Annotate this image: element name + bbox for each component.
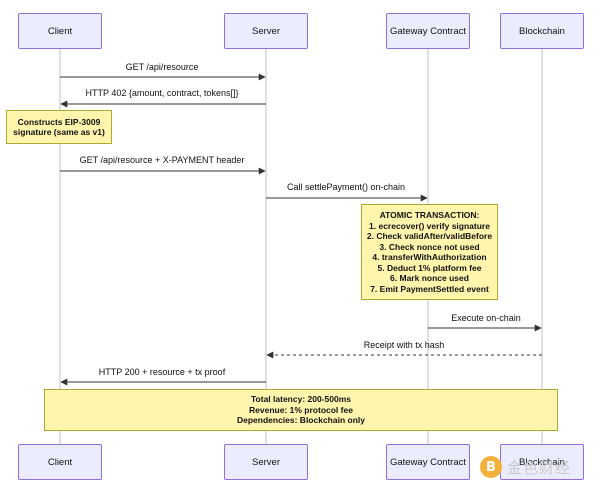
actor-server-bottom: Server — [224, 444, 308, 480]
message-label-6: Receipt with tx hash — [363, 340, 445, 350]
watermark-logo-icon: B — [480, 456, 502, 478]
actor-server-top: Server — [224, 13, 308, 49]
note-summary: Total latency: 200-500ms Revenue: 1% pro… — [44, 389, 558, 431]
actor-blockchain-bottom: Blockchain — [500, 444, 584, 480]
note-line: 1. ecrecover() verify signature — [369, 220, 490, 231]
note-line: 6. Mark nonce used — [390, 273, 469, 283]
actor-label: Gateway Contract — [389, 456, 467, 468]
note-atomic-transaction: ATOMIC TRANSACTION: 1. ecrecover() verif… — [361, 204, 498, 300]
message-label-1: GET /api/resource — [125, 62, 199, 72]
actor-label: Gateway Contract — [389, 25, 467, 37]
note-line: Dependencies: Blockchain only — [236, 415, 365, 426]
note-client-signature: Constructs EIP-3009 signature (same as v… — [6, 110, 112, 144]
message-label-4: Call settlePayment() on-chain — [286, 182, 406, 192]
note-line: Total latency: 200-500ms — [251, 394, 351, 405]
note-line: ATOMIC TRANSACTION: — [379, 210, 480, 220]
message-label-2: HTTP 402 {amount, contract, tokens[]} — [85, 88, 239, 98]
note-line: 4. transferWithAuthorization — [372, 252, 487, 262]
actor-label: Client — [47, 456, 73, 468]
actor-gateway-contract-top: Gateway Contract — [386, 13, 470, 49]
actor-label: Client — [47, 25, 73, 37]
message-label-5: Execute on-chain — [451, 313, 521, 323]
note-line: 7. Emit PaymentSettled event — [370, 283, 489, 294]
actor-client-bottom: Client — [18, 444, 102, 480]
message-label-3: GET /api/resource + X-PAYMENT header — [79, 155, 245, 165]
note-line: 5. Deduct 1% platform fee — [377, 262, 482, 273]
actor-gateway-contract-bottom: Gateway Contract — [386, 444, 470, 480]
actor-label: Server — [252, 456, 280, 468]
note-line: 3. Check nonce not used — [379, 241, 480, 252]
watermark: B 金色财经 — [480, 452, 592, 482]
note-line: Revenue: 1% protocol fee — [249, 404, 353, 415]
watermark-text: 金色财经 — [507, 458, 572, 477]
note-line: signature (same as v1) — [13, 127, 105, 137]
actor-label: Blockchain — [519, 25, 565, 37]
note-line: 2. Check validAfter/validBefore — [366, 231, 493, 241]
actor-client-top: Client — [18, 13, 102, 49]
actor-blockchain-top: Blockchain — [500, 13, 584, 49]
message-label-7: HTTP 200 + resource + tx proof — [98, 367, 226, 377]
note-line: Constructs EIP-3009 — [17, 116, 101, 127]
actor-label: Server — [252, 25, 280, 37]
actor-label: Blockchain — [519, 456, 565, 468]
